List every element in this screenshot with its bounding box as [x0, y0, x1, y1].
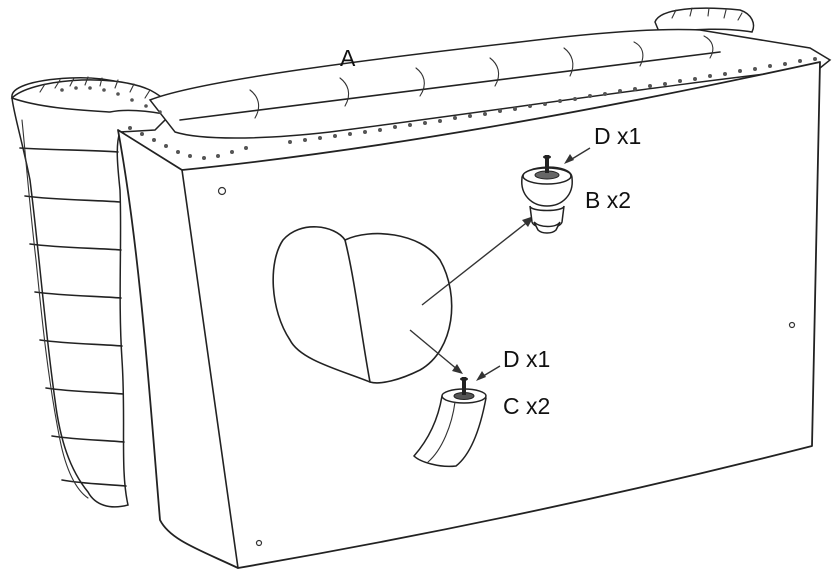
label-part-a: A: [340, 45, 356, 71]
sofa-back-panel: [60, 57, 821, 569]
detail-highlight: [272, 226, 453, 384]
stud-row: [60, 57, 817, 160]
label-part-c: C x2: [503, 393, 550, 419]
screw-bolt-icon: [460, 377, 468, 395]
round-leg-icon: [521, 155, 573, 234]
screw-hole-icon: [255, 539, 263, 547]
curved-leg-icon: [412, 377, 487, 468]
connector-arrows: [409, 147, 591, 381]
label-part-b: B x2: [585, 187, 631, 213]
label-part-d-top: D x1: [594, 123, 641, 149]
screw-bolt-icon: [543, 155, 551, 173]
screw-hole-icon: [217, 186, 227, 196]
arm-roll-pleats: [39, 76, 151, 99]
label-part-d-bottom: D x1: [503, 346, 550, 372]
screw-hole-icon: [788, 321, 796, 329]
